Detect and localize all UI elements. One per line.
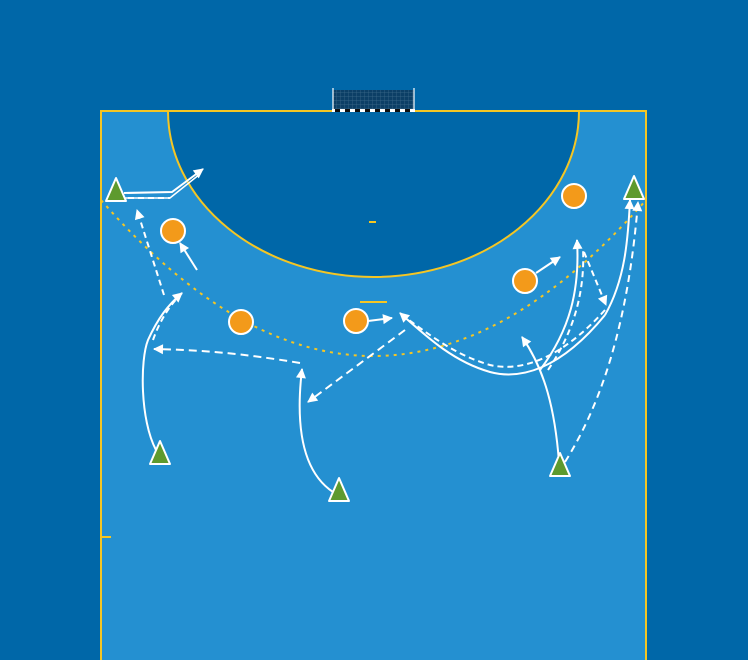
attacker[interactable] xyxy=(149,440,171,465)
run-arrow xyxy=(539,239,583,371)
pass-arrow xyxy=(134,209,165,296)
defender[interactable] xyxy=(228,309,254,335)
defender-move-arrow xyxy=(535,256,561,274)
pass-arrow xyxy=(152,292,183,341)
attacker[interactable] xyxy=(549,452,571,477)
free-throw-line xyxy=(100,199,647,357)
ball-carry-arrow xyxy=(123,168,204,194)
defender[interactable] xyxy=(561,183,587,209)
attacker[interactable] xyxy=(623,175,645,200)
goal xyxy=(332,88,415,112)
run-arrow xyxy=(295,368,334,493)
defender[interactable] xyxy=(512,268,538,294)
goal-area xyxy=(166,110,581,278)
defender-move-arrow xyxy=(179,242,198,271)
defender[interactable] xyxy=(160,218,186,244)
pass-arrow xyxy=(307,329,406,403)
pass-arrow xyxy=(547,247,585,371)
attackers xyxy=(105,175,645,502)
pass-arrow xyxy=(153,344,301,364)
defender[interactable] xyxy=(343,308,369,334)
goal-line xyxy=(332,109,415,112)
run-arrow xyxy=(521,336,560,463)
defender-move-arrow xyxy=(367,314,393,325)
attacker[interactable] xyxy=(328,477,350,502)
pass-arrow xyxy=(405,309,606,368)
defenders xyxy=(160,183,587,335)
movement-arrows xyxy=(123,168,643,493)
run-arrow xyxy=(141,292,183,451)
run-arrow xyxy=(604,199,635,316)
run-arrow xyxy=(399,312,606,376)
attacker[interactable] xyxy=(105,177,127,202)
